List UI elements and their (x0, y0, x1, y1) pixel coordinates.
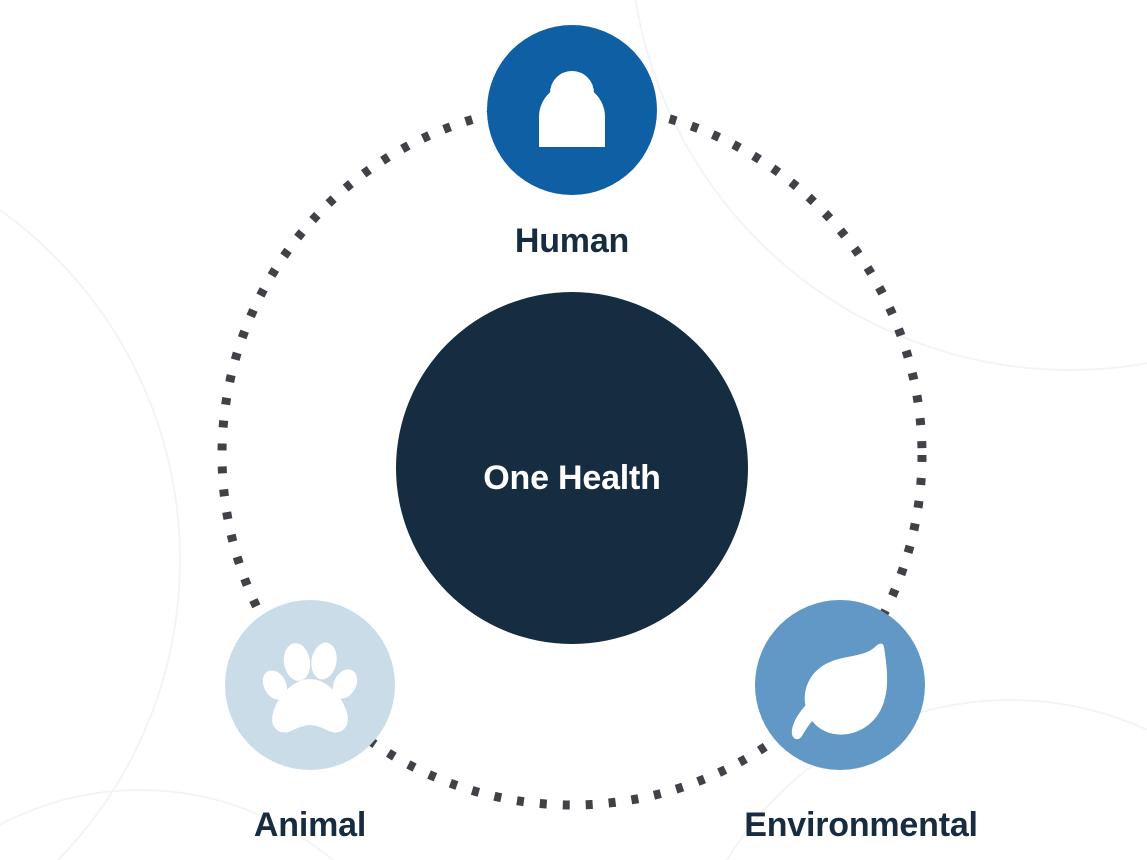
node-human-label: Human (515, 222, 629, 260)
faint-arc-bottom-right (726, 699, 1147, 860)
node-environmental[interactable] (755, 600, 925, 770)
dotted-connector-ring (217, 100, 927, 810)
node-environmental-label: Environmental (744, 806, 978, 844)
faint-arc-bottom-left (0, 789, 335, 860)
center-node-circle (396, 292, 748, 644)
faint-arc-left (0, 208, 181, 860)
node-animal[interactable] (225, 600, 395, 770)
center-node-one-health[interactable]: One Health (396, 292, 748, 644)
node-human[interactable] (487, 25, 657, 195)
faint-arc-top-right (634, 0, 1147, 371)
node-animal-label: Animal (254, 806, 366, 844)
center-node-label: One Health (483, 459, 660, 497)
